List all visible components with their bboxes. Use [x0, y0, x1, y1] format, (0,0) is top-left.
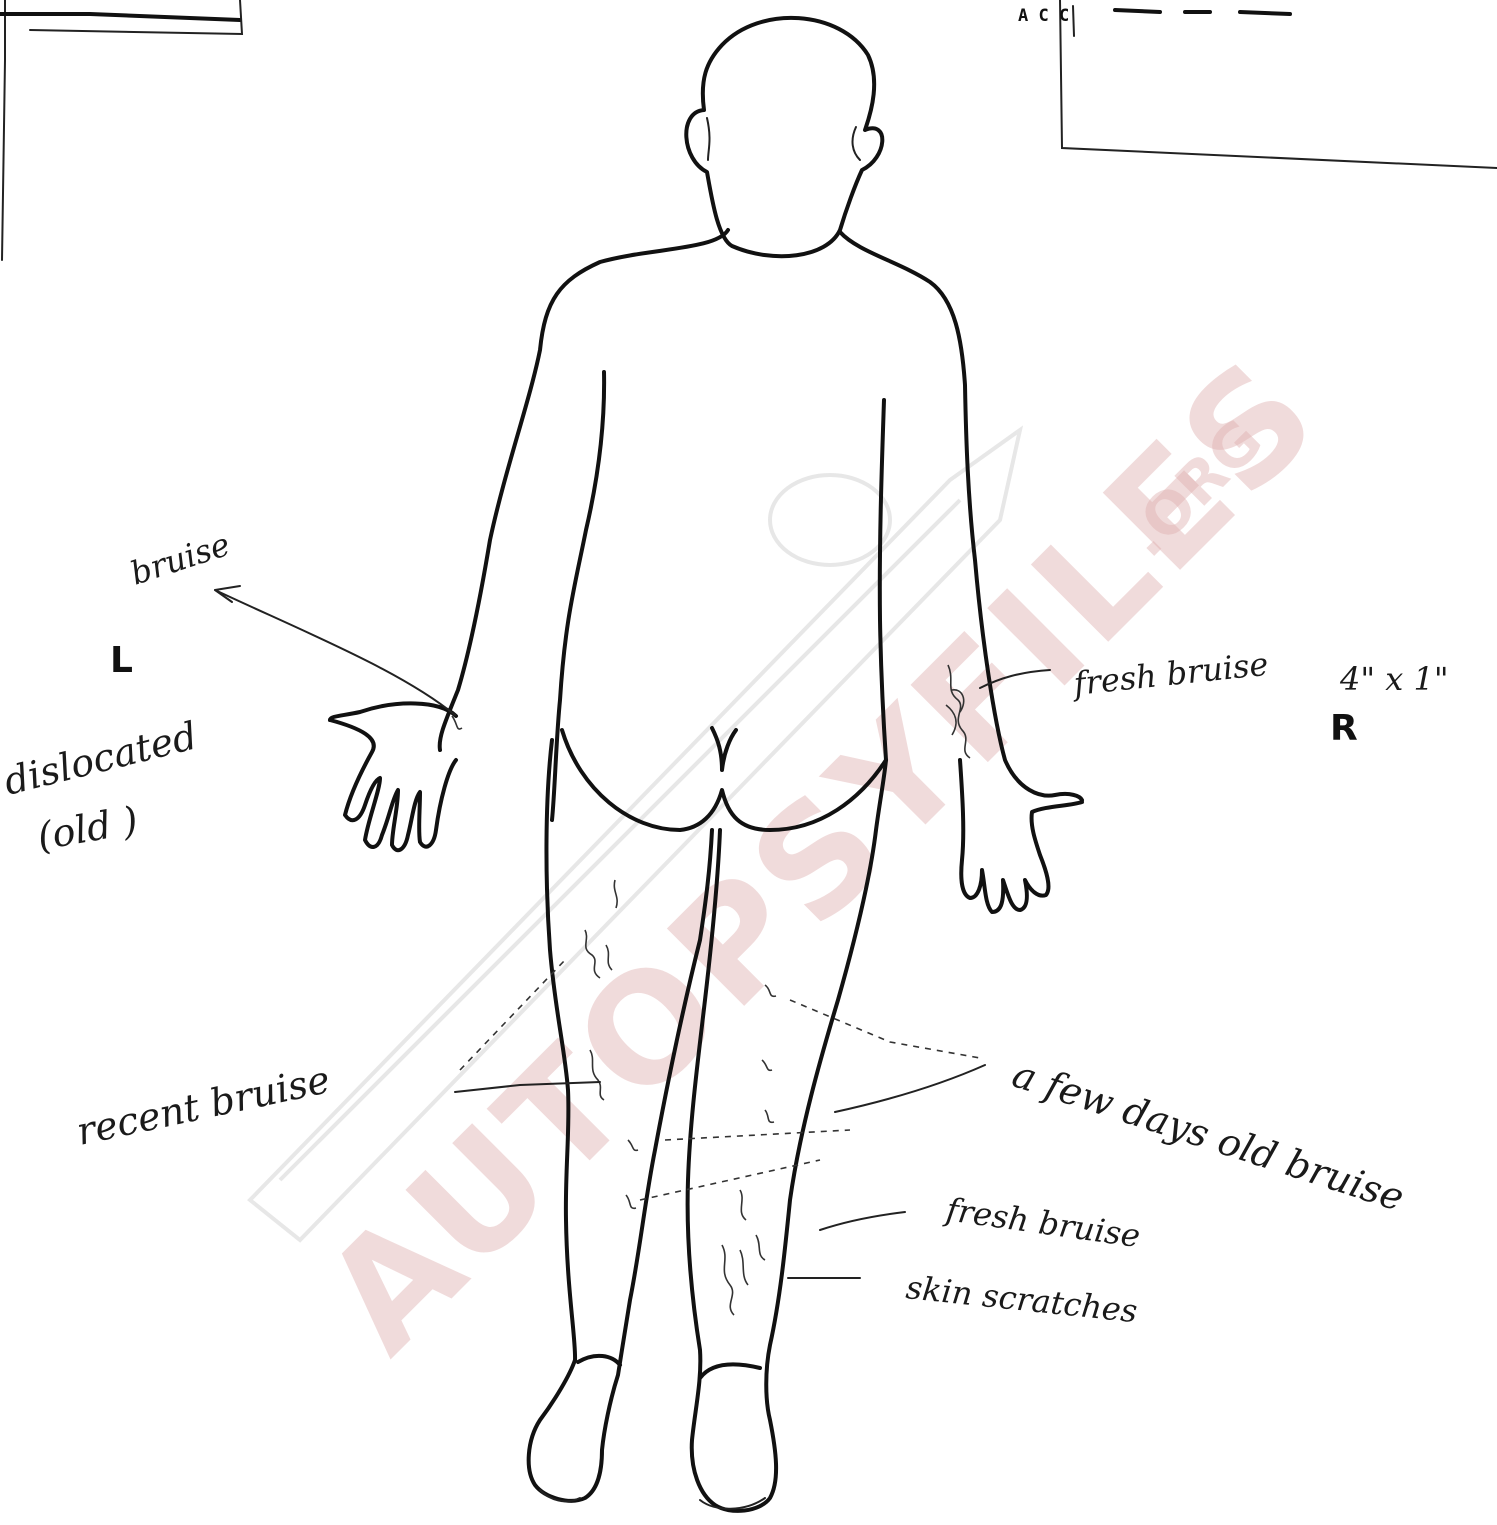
annotation-old: (old ) [34, 798, 141, 859]
leader-fresh-bruise [820, 1212, 905, 1230]
watermark: AUTOPSYFILES .ORG [250, 325, 1353, 1386]
calf-bruise-mark [722, 1245, 748, 1315]
annotation-right-forearm-size: 4" x 1" [1339, 660, 1449, 698]
annotation-few-days-old: a few days old bruise [1007, 1052, 1409, 1220]
right-side-label: R [1330, 708, 1358, 749]
form-frame: A C C [0, 0, 1497, 260]
annotation-left-wrist-bruise: bruise [126, 525, 235, 593]
corner-code: A C C [1018, 6, 1069, 26]
leader-few-days-b [835, 1065, 985, 1112]
back-seam-left [552, 372, 604, 820]
annotation-scratches: skin scratches [904, 1268, 1139, 1330]
left-hand-outline [330, 720, 456, 850]
annotation-fresh-bruise: fresh bruise [942, 1190, 1143, 1255]
left-wrist-mark [452, 716, 462, 729]
annotation-recent-bruise: recent bruise [73, 1057, 334, 1154]
left-side-label: L [110, 640, 133, 681]
calf-scratch-mark [740, 1190, 765, 1260]
leader-few-days-a [790, 1000, 980, 1058]
leader-left-wrist [215, 590, 455, 715]
annotation-dislocated: dislocated [0, 713, 201, 803]
